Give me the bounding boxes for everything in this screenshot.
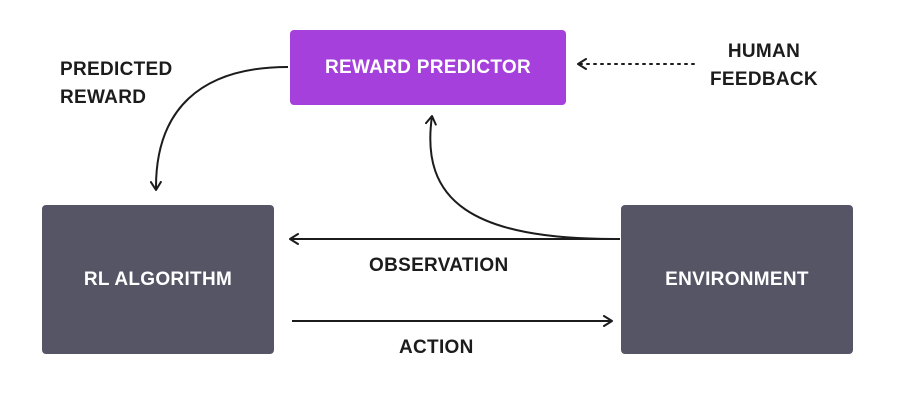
reward-predictor-label: REWARD PREDICTOR xyxy=(324,56,532,78)
rl-algorithm-label: RL ALGORITHM xyxy=(83,268,233,290)
environment-box: ENVIRONMENT xyxy=(621,205,853,354)
predicted-reward-arrow xyxy=(149,66,289,191)
reward-predictor-box: REWARD PREDICTOR xyxy=(290,30,566,105)
action-label: ACTION xyxy=(399,337,474,358)
predicted-reward-line-1: PREDICTED xyxy=(60,59,173,80)
predicted-reward-label: PREDICTED REWARD xyxy=(60,56,173,112)
environment-to-predictor-arrow xyxy=(424,115,621,241)
observation-label: OBSERVATION xyxy=(369,255,509,276)
predicted-reward-line-2: REWARD xyxy=(60,87,147,108)
human-feedback-line-2: FEEDBACK xyxy=(710,69,818,90)
human-feedback-label: HUMAN FEEDBACK xyxy=(710,38,818,94)
human-feedback-line-1: HUMAN xyxy=(727,41,801,62)
environment-label: ENVIRONMENT xyxy=(665,268,809,290)
rl-algorithm-box: RL ALGORITHM xyxy=(42,205,274,354)
